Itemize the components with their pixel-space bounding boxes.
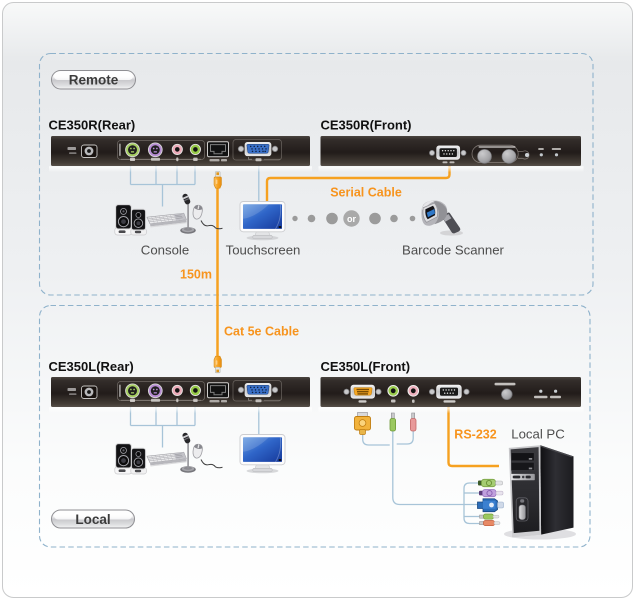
svg-text:Console: Console — [141, 243, 189, 258]
svg-text:Cat 5e Cable: Cat 5e Cable — [224, 325, 299, 339]
svg-text:RS-232: RS-232 — [454, 428, 496, 442]
svg-text:Local: Local — [75, 512, 110, 527]
svg-text:or: or — [347, 214, 356, 224]
svg-text:Barcode Scanner: Barcode Scanner — [402, 243, 505, 258]
svg-text:CE350R(Front): CE350R(Front) — [321, 118, 412, 133]
svg-text:Local PC: Local PC — [511, 427, 565, 442]
svg-text:CE350L(Front): CE350L(Front) — [321, 359, 411, 374]
svg-text:CE350R(Rear): CE350R(Rear) — [49, 118, 136, 133]
svg-text:Remote: Remote — [69, 73, 119, 88]
svg-text:Touchscreen: Touchscreen — [226, 243, 301, 258]
svg-text:Serial Cable: Serial Cable — [330, 186, 402, 200]
svg-text:CE350L(Rear): CE350L(Rear) — [49, 359, 134, 374]
svg-text:150m: 150m — [180, 268, 212, 282]
